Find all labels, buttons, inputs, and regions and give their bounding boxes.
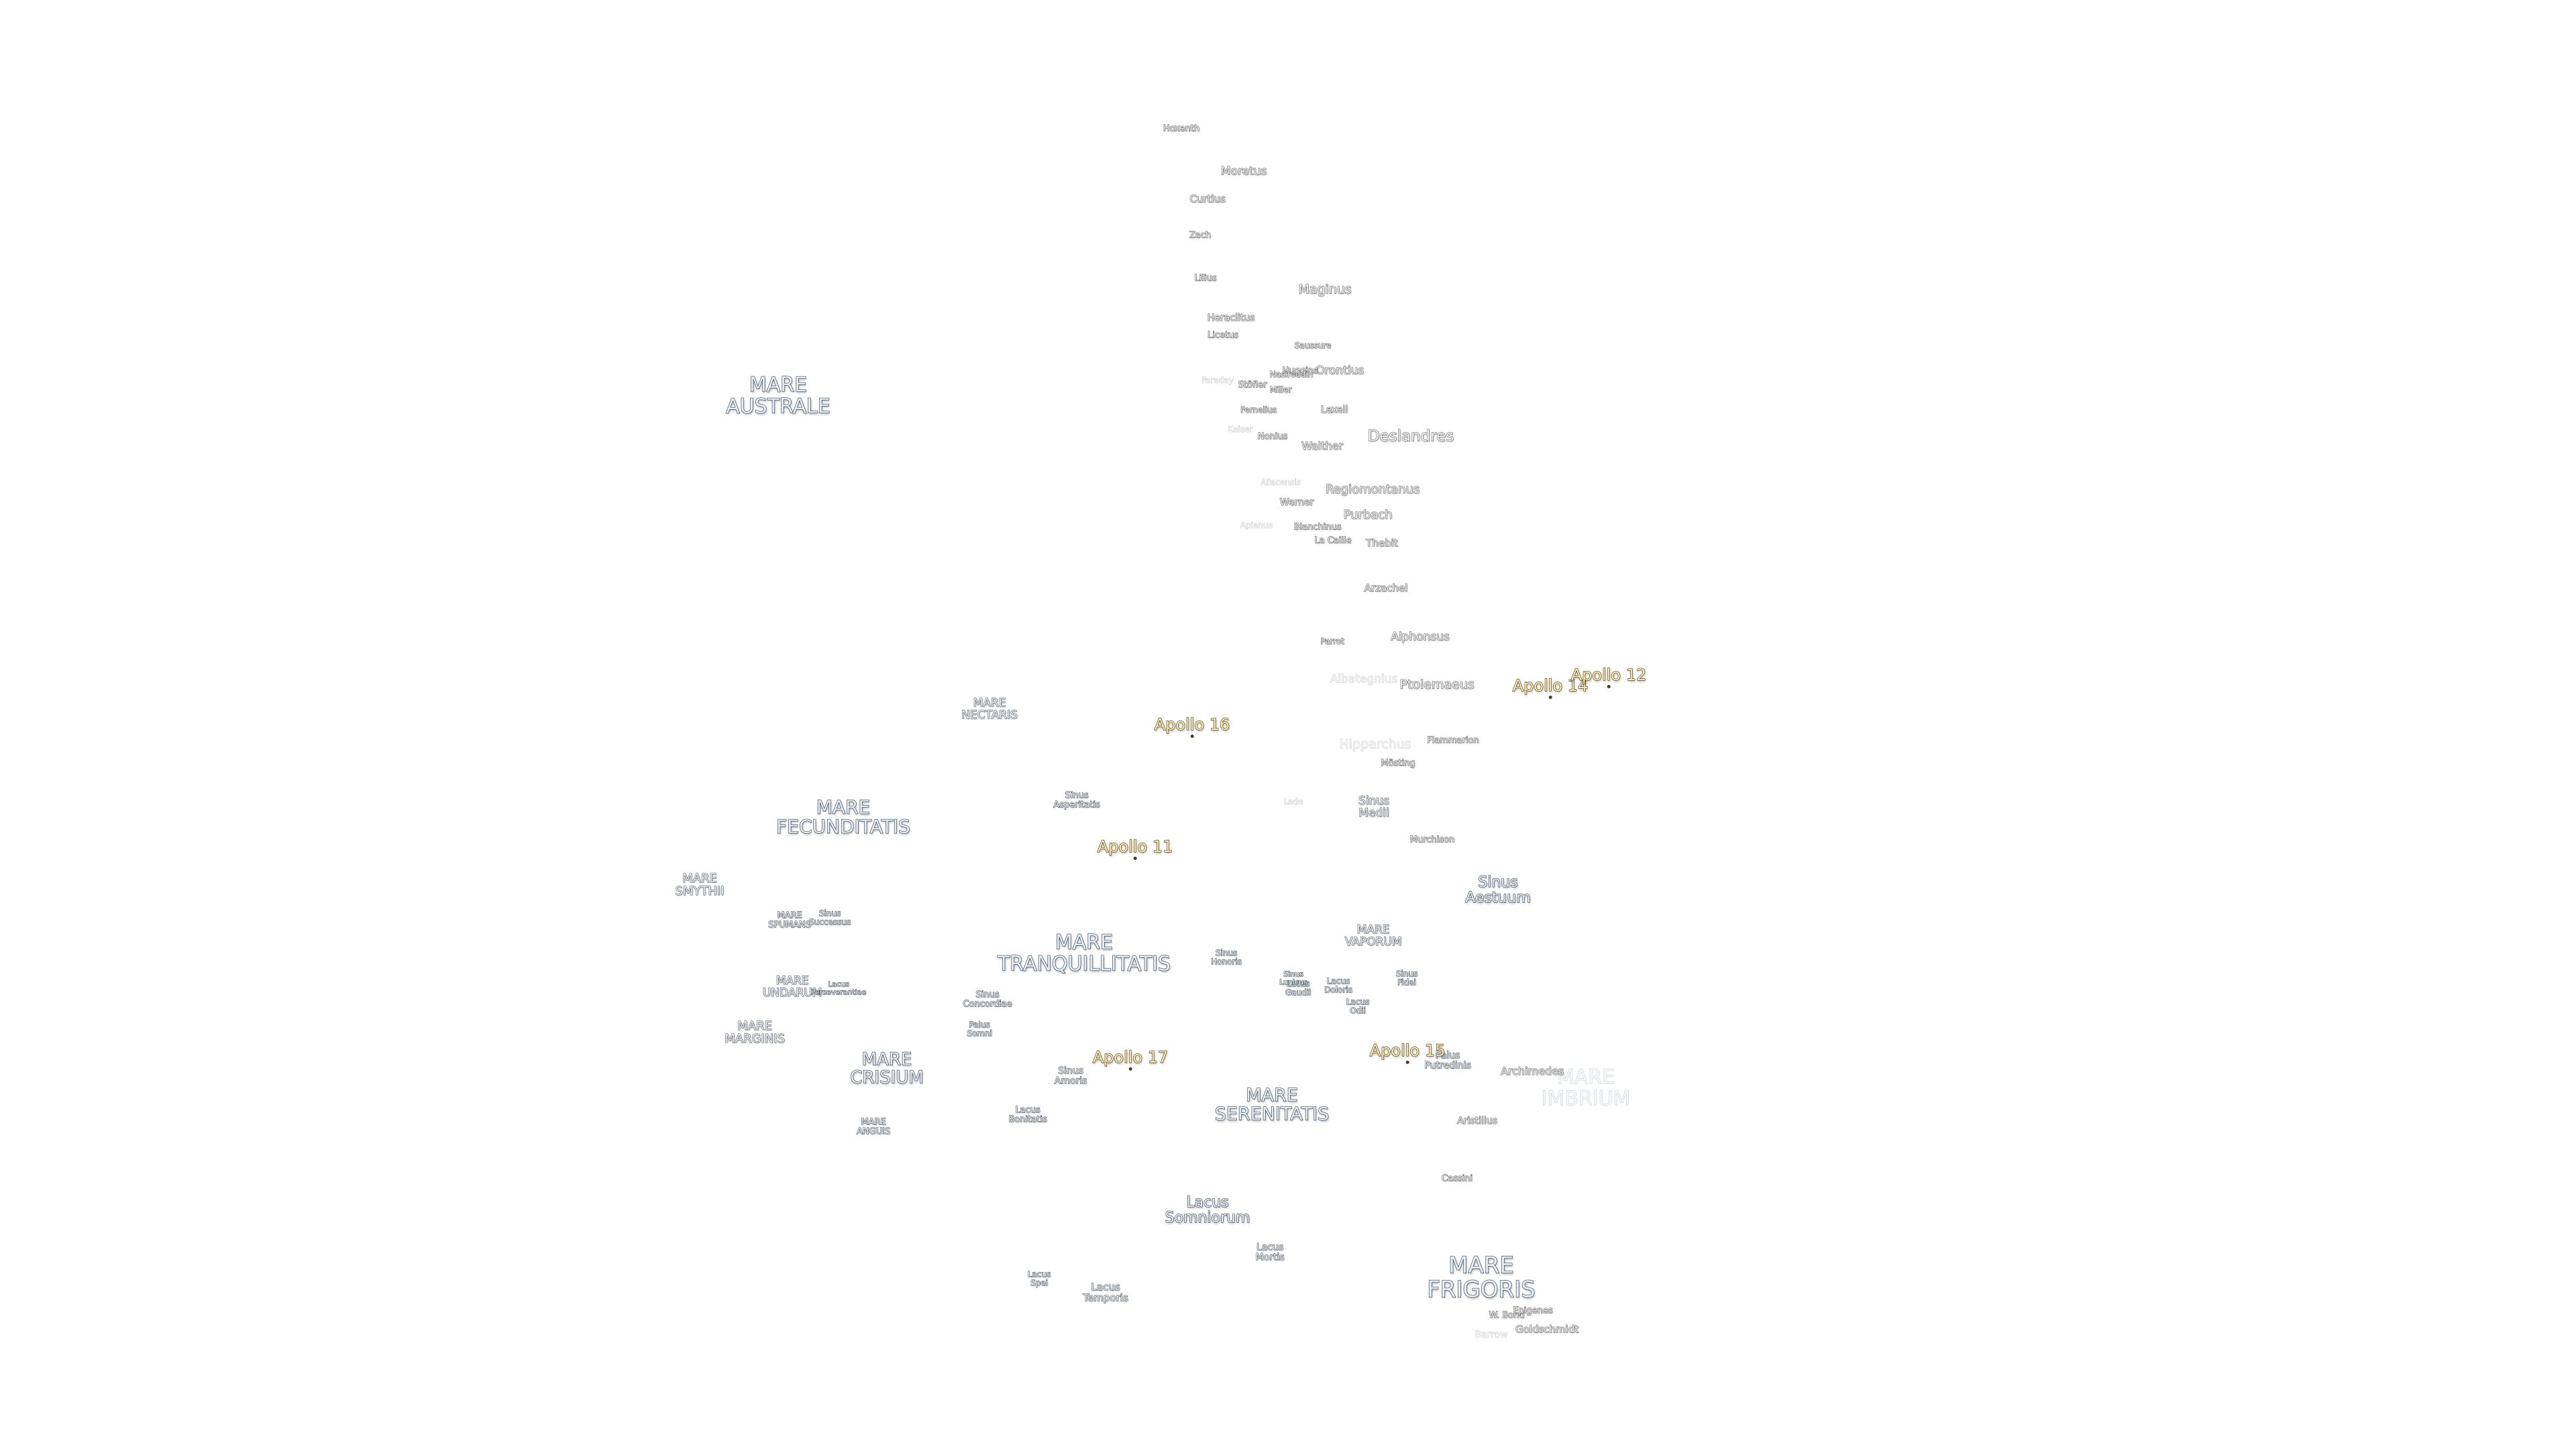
region-label-mare-tranquillitatis[interactable]: MARE TRANQUILLITATIS: [997, 930, 1171, 975]
region-label-mare-crisium[interactable]: MARE CRISIUM: [850, 1049, 924, 1088]
region-label-mare-nectaris[interactable]: MARE NECTARIS: [961, 696, 1018, 722]
apollo-site-apollo-14[interactable]: Apollo 14: [1512, 676, 1589, 699]
crater-label-nonius[interactable]: Nonius: [1257, 431, 1288, 442]
crater-label-barrow[interactable]: Barrow: [1474, 1330, 1508, 1340]
region-label-sinus-medii[interactable]: Sinus Medii: [1358, 794, 1390, 820]
crater-label-purbach[interactable]: Purbach: [1343, 508, 1393, 522]
crater-label-kaiser[interactable]: Kaiser: [1228, 425, 1253, 434]
crater-label-archimedes[interactable]: Archimedes: [1500, 1065, 1564, 1077]
region-label-mare-australe[interactable]: MARE AUSTRALE: [726, 373, 831, 418]
crater-label-heraclitus[interactable]: Heraclitus: [1207, 313, 1255, 323]
region-label-lacus-bonitatis[interactable]: Lacus Bonitatis: [1008, 1105, 1047, 1124]
crater-label-lilius[interactable]: Lilius: [1194, 273, 1217, 284]
crater-label-parrot[interactable]: Parrot: [1320, 637, 1344, 646]
region-label-lacus-temporis[interactable]: Lacus Temporis: [1083, 1281, 1128, 1303]
region-label-mare-anguis[interactable]: MARE ANGUIS: [856, 1117, 891, 1136]
crater-label-nasireddin[interactable]: Nasireddin: [1269, 370, 1313, 379]
crater-label-walther[interactable]: Walther: [1301, 439, 1344, 452]
apollo-site-apollo-12[interactable]: Apollo 12: [1570, 665, 1647, 688]
region-label-lacus-perseverantiae[interactable]: Lacus Perseverantiae: [810, 979, 867, 996]
region-label-palus-somni[interactable]: Palus Somni: [967, 1020, 993, 1038]
region-label-sinus-amoris[interactable]: Sinus Amoris: [1054, 1065, 1087, 1086]
crater-label-murchison[interactable]: Murchison: [1409, 835, 1455, 845]
crater-label-orontius[interactable]: Orontius: [1315, 364, 1364, 378]
region-label-sinus-fidei[interactable]: Sinus Fidei: [1395, 969, 1418, 987]
region-label-mare-smythii[interactable]: MARE SMYTHII: [675, 871, 724, 898]
region-label-sinus-lunicus[interactable]: Sinus Lunicus: [1279, 969, 1308, 986]
crater-label-flammarion[interactable]: Flammarion: [1427, 735, 1479, 746]
region-label-mare-fecunditatis[interactable]: MARE FECUNDITATIS: [776, 796, 911, 838]
crater-label-thebit[interactable]: Thebit: [1366, 537, 1398, 549]
crater-label-fernelius[interactable]: Fernelius: [1240, 405, 1277, 415]
crater-label-moretus[interactable]: Moretus: [1220, 164, 1267, 178]
region-label-mare-imbrium[interactable]: MARE IMBRIUM: [1541, 1065, 1631, 1110]
region-label-mare-vaporum[interactable]: MARE VAPORUM: [1344, 923, 1402, 949]
crater-label-faraday[interactable]: Faraday: [1201, 376, 1234, 385]
crater-label-hipparchus[interactable]: Hipparchus: [1339, 737, 1411, 752]
crater-label-curtius[interactable]: Curtius: [1189, 193, 1226, 205]
apollo-site-apollo-16[interactable]: Apollo 16: [1154, 715, 1230, 738]
crater-label-blanchinus[interactable]: Blanchinus: [1293, 522, 1342, 533]
crater-label-zach[interactable]: Zach: [1189, 230, 1212, 241]
apollo-site-apollo-11[interactable]: Apollo 11: [1097, 837, 1173, 860]
crater-label-goldschmidt[interactable]: Goldschmidt: [1515, 1323, 1579, 1336]
crater-label-cassini[interactable]: Cassini: [1441, 1173, 1473, 1184]
region-label-sinus-aestuum[interactable]: Sinus Aestuum: [1465, 873, 1532, 906]
region-label-mare-undarum[interactable]: MARE UNDARUM: [762, 974, 822, 1000]
crater-label-licetus[interactable]: Licetus: [1207, 330, 1239, 341]
crater-label-lexell[interactable]: Lexell: [1320, 405, 1348, 415]
region-label-lacus-mortis[interactable]: Lacus Mortis: [1255, 1242, 1285, 1263]
crater-label-hoxenth[interactable]: Hoxenth: [1163, 123, 1200, 134]
crater-label-deslandres[interactable]: Deslandres: [1367, 427, 1454, 445]
crater-label-st-fler[interactable]: Stöfler: [1238, 380, 1267, 390]
apollo-site-apollo-15[interactable]: Apollo 15: [1369, 1041, 1446, 1064]
region-label-mare-frigoris[interactable]: MARE FRIGORIS: [1427, 1252, 1536, 1303]
crater-label-ptolemaeus[interactable]: Ptolemaeus: [1399, 677, 1474, 692]
region-label-sinus-concordiae[interactable]: Sinus Concordiae: [963, 989, 1012, 1009]
crater-label-aristillus[interactable]: Aristillus: [1457, 1116, 1498, 1126]
crater-label-huggins[interactable]: Huggins: [1282, 366, 1318, 376]
crater-label-aliacensis[interactable]: Aliacensis: [1260, 478, 1301, 487]
crater-label-regiomontanus[interactable]: Regiomontanus: [1325, 482, 1420, 496]
crater-label-arzachel[interactable]: Arzachel: [1364, 582, 1408, 594]
region-label-lacus-spei[interactable]: Lacus Spei: [1027, 1269, 1051, 1287]
region-label-sinus-honoris[interactable]: Sinus Honoris: [1211, 948, 1242, 966]
crater-label-maginus[interactable]: Maginus: [1298, 282, 1352, 297]
crater-label-la-caille[interactable]: La Caille: [1314, 535, 1352, 546]
crater-label-w-bond[interactable]: W. Bond: [1489, 1310, 1525, 1321]
region-label-palus-putredinis[interactable]: Palus Putredinis: [1424, 1050, 1471, 1071]
region-label-sinus-asperitatis[interactable]: Sinus Asperitatis: [1053, 790, 1100, 810]
crater-label-werner[interactable]: Werner: [1279, 497, 1314, 508]
crater-label-miller[interactable]: Miller: [1269, 385, 1292, 394]
region-label-lacus-doloris[interactable]: Lacus Doloris: [1324, 976, 1353, 994]
apollo-site-apollo-17[interactable]: Apollo 17: [1092, 1048, 1169, 1071]
crater-label-albategnius[interactable]: Albategnius: [1330, 672, 1398, 686]
region-label-mare-marginis[interactable]: MARE MARGINIS: [724, 1019, 786, 1046]
crater-label-epigenes[interactable]: Epigenes: [1513, 1305, 1553, 1316]
crater-label-saussure[interactable]: Saussure: [1294, 341, 1332, 350]
region-label-mare-spumans[interactable]: MARE SPUMANS: [768, 910, 812, 930]
region-label-lacus-odii[interactable]: Lacus Odii: [1346, 997, 1370, 1015]
crater-label-m-sting[interactable]: Mösting: [1381, 758, 1415, 769]
crater-label-apianus[interactable]: Apianus: [1240, 521, 1273, 530]
region-label-sinus-successus[interactable]: Sinus Successus: [808, 908, 851, 926]
region-label-mare-serenitatis[interactable]: MARE SERENITATIS: [1214, 1085, 1330, 1125]
crater-label-lade[interactable]: Lade: [1283, 797, 1303, 806]
region-label-lacus-gaudii[interactable]: Lacus Gaudii: [1285, 979, 1311, 997]
crater-label-alphonsus[interactable]: Alphonsus: [1391, 630, 1450, 644]
region-label-lacus-somniorum[interactable]: Lacus Somniorum: [1165, 1193, 1250, 1226]
